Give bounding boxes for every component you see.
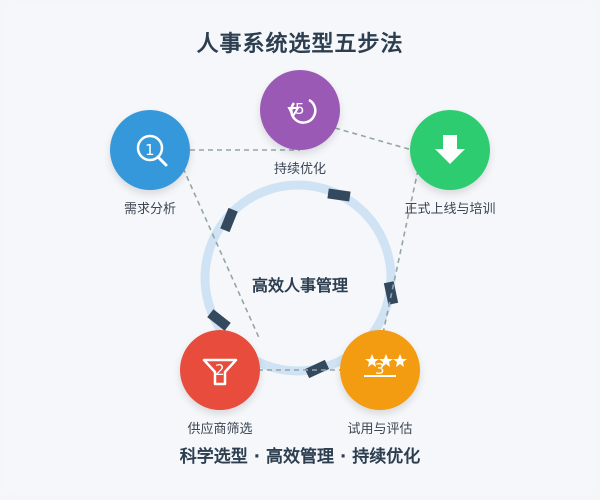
search-icon (136, 134, 168, 167)
ring-mark (383, 281, 399, 305)
node-label-screening: 供应商筛选 (187, 422, 253, 437)
filter-icon (202, 358, 238, 386)
ring-mark (327, 188, 351, 202)
stars-icon (364, 354, 407, 377)
node-optimize[interactable]: 5 (260, 70, 340, 150)
ring-mark (304, 359, 330, 379)
node-analysis[interactable]: 1 (110, 110, 190, 190)
node-screening[interactable]: 2 (180, 330, 260, 410)
center-ring (200, 180, 396, 376)
step-number: 3 (375, 360, 385, 378)
diagram-subtitle: 科学选型 · 高效管理 · 持续优化 (179, 447, 421, 467)
ring-mark (220, 207, 238, 233)
connector-line (182, 167, 261, 341)
node-label-analysis: 需求分析 (123, 202, 176, 217)
center-label: 高效人事管理 (251, 276, 348, 295)
connector-line (334, 127, 413, 151)
step-number: 1 (145, 141, 155, 159)
node-launch[interactable] (410, 110, 490, 190)
download-arrow-icon (435, 135, 465, 164)
connector-line (381, 169, 419, 339)
node-label-launch: 正式上线与培训 (404, 202, 496, 217)
ring-mark (207, 309, 231, 331)
node-trial[interactable]: 3 (340, 330, 420, 410)
step-number: 5 (295, 100, 305, 118)
node-label-trial: 试用与评估 (347, 422, 413, 437)
node-label-optimize: 持续优化 (273, 162, 326, 177)
refresh-icon (287, 98, 317, 124)
step-number: 2 (215, 361, 225, 379)
diagram-title: 人事系统选型五步法 (196, 32, 404, 57)
